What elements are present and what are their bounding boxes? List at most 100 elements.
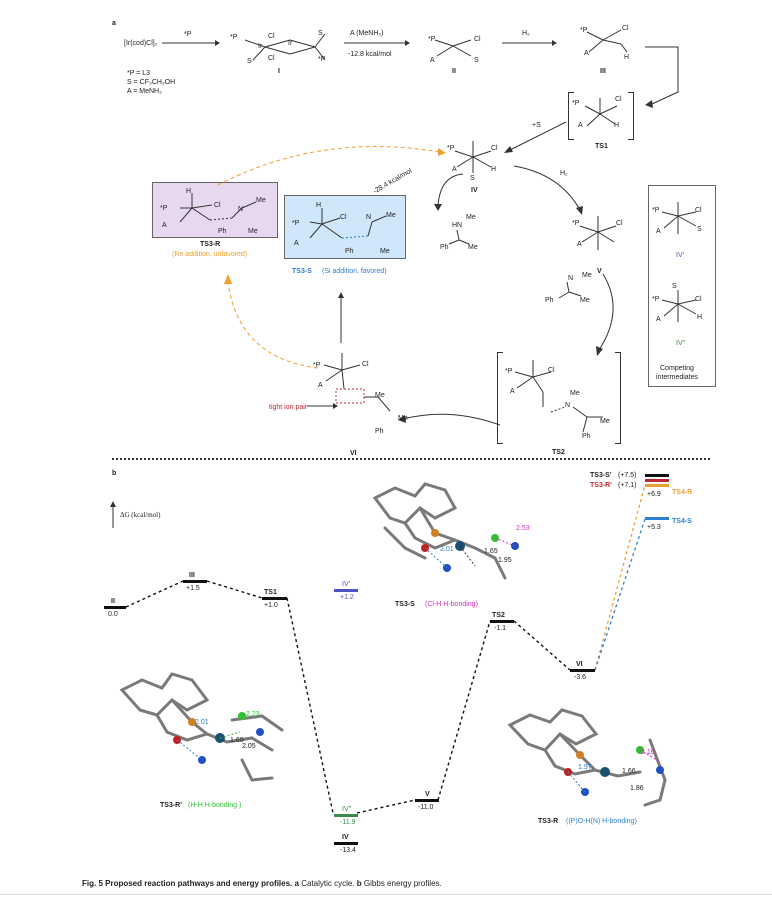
level-IV-name: IV — [342, 834, 349, 841]
atom-P: *P — [572, 100, 580, 107]
ts1-bracket-right — [628, 92, 634, 140]
atom-A: A — [294, 240, 299, 247]
amine-HN: HN — [452, 222, 463, 229]
ts2-structure — [514, 360, 603, 433]
ts3r-3d-structure — [507, 708, 667, 807]
level-TS4R — [645, 484, 669, 487]
imine-Ph: Ph — [545, 297, 554, 304]
arrow-reagent-P: *P — [184, 31, 192, 38]
competing-title-2: intermediates — [656, 374, 699, 381]
level-IVpp-name: IV'' — [342, 806, 352, 813]
IVpp-structure — [661, 290, 697, 322]
level-IV — [334, 842, 358, 845]
ts2-bracket-left — [497, 352, 503, 444]
level-IVp-value: +1.2 — [340, 594, 354, 601]
atom-Cl: Cl — [695, 207, 702, 214]
arrow-IV-to-V — [513, 165, 583, 215]
ts3s-box — [284, 195, 406, 259]
orange-dashed-arc-bottom — [224, 274, 319, 369]
ts3s-d3: 1.95 — [498, 557, 512, 564]
label-IVpp: IV'' — [676, 340, 686, 347]
tight-ion-pair-label: tight ion pair — [269, 404, 308, 411]
y-axis-arrow — [110, 501, 116, 528]
dimer-I-structure — [244, 33, 326, 61]
level-TS4S — [645, 517, 669, 520]
atom-Ph: Ph — [218, 228, 227, 235]
ts3s-d4: 2.53 — [516, 525, 530, 532]
ir-precursor: [Ir(cod)Cl]₂ — [124, 40, 158, 47]
atom-N: N — [565, 402, 571, 409]
legend-S: S = CF₃CH₂OH — [127, 79, 176, 86]
atom-A: A — [452, 166, 457, 173]
atom-A: A — [430, 57, 435, 64]
ts3r-box — [152, 182, 278, 238]
atom-P: *P — [292, 220, 300, 227]
atom-Me: Me — [600, 418, 610, 425]
atom-N: N — [366, 214, 372, 221]
level-VI — [570, 669, 595, 672]
orange-dashed-arc-top — [217, 146, 446, 186]
atom-Me: Me — [386, 212, 396, 219]
step-I-II-bottom: -12.8 kcal/mol — [348, 51, 392, 58]
panel-separator — [112, 458, 710, 460]
atom-Cl: Cl — [622, 25, 629, 32]
label-V: V — [597, 268, 602, 275]
atom-Cl: Cl — [616, 220, 623, 227]
atom-P: *P — [652, 207, 660, 214]
label-IV: IV — [471, 187, 478, 194]
ts3rp-d2: 2.23 — [246, 711, 260, 718]
atom-P: *P — [572, 220, 580, 227]
tight-ion-pair-arrow — [307, 403, 338, 409]
level-TS3Rp-value: (+7.1) — [618, 482, 637, 489]
atom-Cl: Cl — [474, 36, 481, 43]
ts3rp-d3: 1.60 — [230, 737, 244, 744]
atom-P: *P — [313, 362, 321, 369]
label-I: I — [278, 68, 280, 75]
ts3rp-3d-title: TS3-R' — [160, 802, 182, 809]
level-TS3Rp — [645, 479, 669, 482]
label-TS1: TS1 — [595, 143, 608, 150]
atom-Cl: Cl — [268, 33, 275, 40]
atom-Me: Me — [375, 392, 385, 399]
panel-a-label: a — [112, 20, 116, 27]
ts3s-desc: (Si addition, favored) — [322, 268, 387, 275]
atom-Ir: Ir — [288, 40, 293, 47]
atom-P: *P — [318, 56, 326, 63]
level-TS2 — [490, 620, 514, 623]
ts3s-bonds — [309, 208, 387, 239]
atom-Cl: Cl — [340, 214, 347, 221]
atom-Ir: Ir — [258, 43, 263, 50]
atom-H: H — [186, 188, 192, 195]
atom-Cl: Cl — [214, 202, 221, 209]
ts3s-3d-note: (Cl-H H-bonding) — [425, 601, 478, 608]
IVp-structure — [661, 202, 697, 234]
ts3r-d3: 1.86 — [630, 785, 644, 792]
atom-P: *P — [160, 205, 168, 212]
level-TS1 — [262, 597, 287, 600]
atom-S: S — [247, 58, 252, 65]
level-V — [415, 799, 439, 802]
ts3r-d1: 1.97 — [578, 764, 592, 771]
ts3rp-d1: 2.01 — [195, 719, 209, 726]
level-IVpp-value: -11.9 — [340, 819, 356, 826]
ts3rp-3d-structure — [119, 672, 284, 782]
complex-IV-structure — [454, 141, 492, 173]
step-II-III: H₂ — [522, 30, 530, 37]
atom-A: A — [162, 222, 167, 229]
atom-P: *P — [428, 36, 436, 43]
arrow-precursor-to-I — [162, 40, 220, 46]
atom-S: S — [697, 226, 702, 233]
level-TS1-name: TS1 — [264, 589, 277, 596]
label-III: III — [600, 68, 606, 75]
ts3r-d4: 2.16 — [641, 749, 655, 756]
atom-A: A — [584, 50, 589, 57]
competing-title-1: Competing — [660, 365, 694, 372]
ts3r-3d-note: ((P)O-H(N) H-bonding) — [566, 818, 637, 825]
level-TS4R-value: +6.9 — [647, 491, 661, 498]
atom-Ph: Ph — [345, 248, 354, 255]
level-IV-value: -13.4 — [340, 847, 356, 854]
level-II-name: II — [111, 598, 115, 605]
atom-P: *P — [230, 34, 238, 41]
atom-A: A — [578, 122, 583, 129]
ts3rp-d4: 2.05 — [242, 743, 256, 750]
